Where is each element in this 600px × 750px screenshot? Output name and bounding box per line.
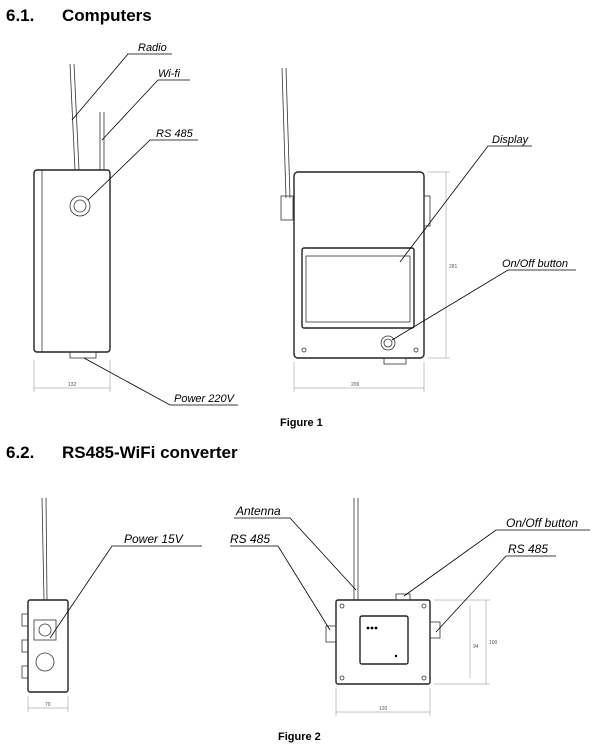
onoff-switch (395, 593, 411, 601)
onoff-leader (391, 269, 576, 341)
wifi-leader (101, 79, 190, 141)
dim-left-width: 132 (68, 382, 77, 388)
power-leader (83, 357, 238, 406)
dim-right-height: 281 (449, 264, 458, 270)
dim-converter-height-inner: 94 (473, 644, 479, 650)
section-title: Computers (62, 6, 152, 25)
label-wifi: Wi-fi (158, 68, 180, 80)
label-power-15v: Power 15V (124, 532, 184, 546)
computer-enclosure-front (293, 171, 425, 359)
figure-2-caption: Figure 2 (278, 731, 321, 743)
dim-converter-left-width: 70 (45, 702, 51, 708)
rs485-port-side (35, 652, 55, 672)
label-display: Display (492, 134, 530, 146)
converter-antenna-side (41, 497, 45, 601)
power-connector-15v (33, 619, 57, 641)
converter-front-view: 120 100 94 (325, 498, 498, 716)
section-number: 6.2. (6, 443, 35, 462)
label-power-220v: Power 220V (174, 393, 236, 405)
rs485-connector (69, 195, 91, 217)
front-antenna (281, 67, 287, 199)
section-heading-computers: 6.1. Computers (6, 6, 152, 26)
computer-enclosure-side (33, 169, 111, 353)
label-rs485-right: RS 485 (508, 542, 548, 556)
radio-leader (71, 53, 172, 121)
figure-1-drawing: 132 Radio Wi-fi RS 485 Power 220V 209 28… (33, 42, 576, 406)
computer-side-view: 132 (33, 63, 111, 392)
label-onoff: On/Off button (502, 258, 568, 270)
section-number: 6.1. (6, 6, 35, 25)
onoff-button (380, 335, 396, 351)
label-rs485: RS 485 (156, 128, 194, 140)
label-onoff-converter: On/Off button (506, 516, 578, 530)
dim-converter-right-width: 120 (379, 706, 388, 712)
rs485-leader (87, 139, 198, 201)
label-antenna: Antenna (235, 504, 281, 518)
section-heading-converter: 6.2. RS485-WiFi converter (6, 443, 238, 463)
section-title: RS485-WiFi converter (62, 443, 238, 462)
figure-1-caption: Figure 1 (280, 417, 323, 429)
label-radio: Radio (138, 42, 167, 54)
rs485-port-left (325, 625, 337, 643)
figure-2-drawing: 70 Power 15V 120 100 94 Antenna RS 485 (21, 497, 590, 716)
computer-front-view: 209 281 (280, 67, 458, 392)
dim-converter-height-outer: 100 (489, 640, 498, 646)
converter-enclosure-front (335, 599, 431, 685)
converter-side-view: 70 (21, 497, 69, 712)
radio-antenna (69, 63, 76, 171)
display-leader (399, 145, 532, 263)
converter-front-panel (359, 615, 409, 665)
display-screen (301, 247, 415, 329)
rs485-right-leader (435, 555, 556, 633)
power15v-leader (49, 545, 202, 639)
dim-right-width: 209 (351, 382, 360, 388)
power-connector (69, 351, 97, 359)
rs485-left-leader (230, 545, 331, 631)
onoff-converter-leader (403, 529, 590, 597)
converter-enclosure-side (27, 599, 69, 693)
antenna-leader (234, 517, 357, 591)
label-rs485-left: RS 485 (230, 532, 270, 546)
rs485-port-right (429, 621, 441, 639)
